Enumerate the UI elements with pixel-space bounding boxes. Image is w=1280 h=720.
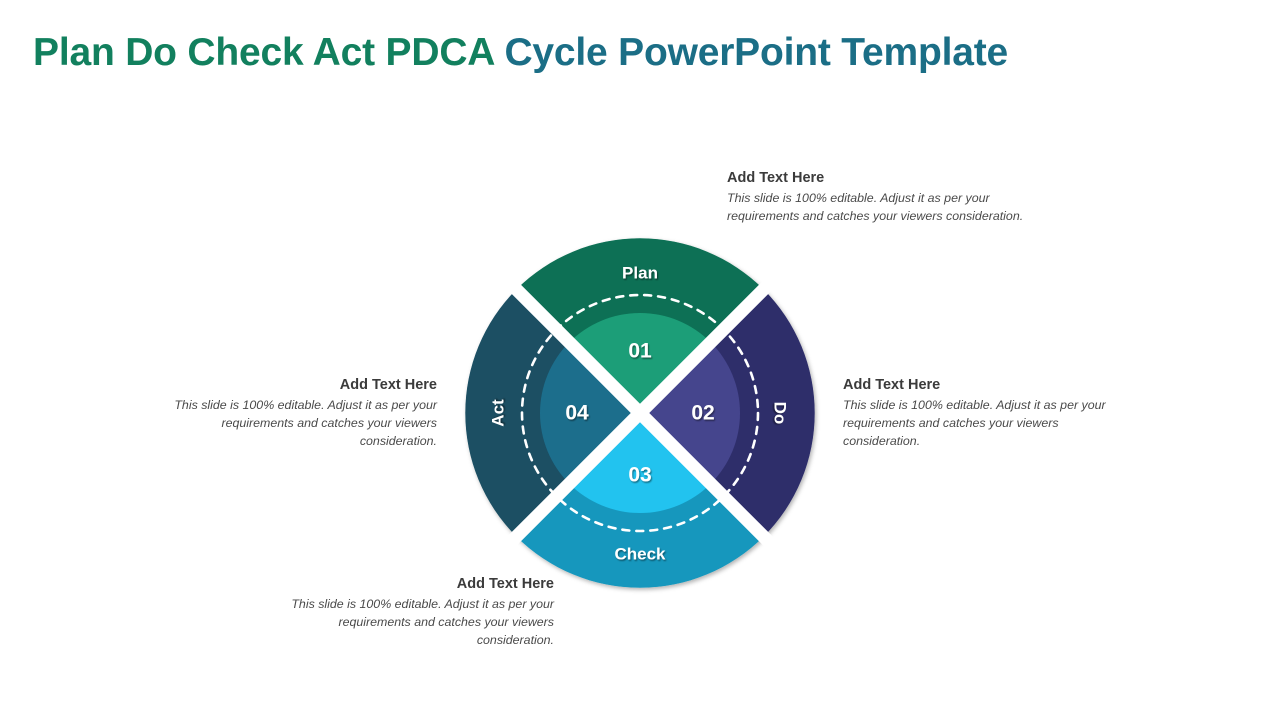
callout-do-heading: Add Text Here (843, 377, 941, 393)
segment-act-number-label: 04 (565, 402, 589, 425)
callout-check[interactable]: Add Text Here This slide is 100% editabl… (262, 576, 554, 650)
segment-do-stage-label: Do (771, 402, 790, 425)
segment-plan-stage-label: Plan (622, 263, 658, 282)
segment-do-dashed-arc (640, 293, 760, 533)
callout-plan-heading: Add Text Here (727, 170, 825, 186)
callout-plan[interactable]: Add Text Here This slide is 100% editabl… (727, 170, 1027, 225)
segment-act-dashed-arc (520, 293, 640, 533)
segment-do-number-label: 02 (691, 402, 714, 425)
callout-act-body: This slide is 100% editable. Adjust it a… (174, 398, 437, 449)
callout-check-body: This slide is 100% editable. Adjust it a… (291, 597, 554, 648)
page-title-segment-blue: Cycle PowerPoint Template (504, 31, 1009, 74)
callout-act-heading: Add Text Here (339, 377, 437, 393)
callout-act[interactable]: Add Text Here This slide is 100% editabl… (145, 377, 437, 451)
callout-plan-body: This slide is 100% editable. Adjust it a… (727, 191, 1024, 224)
callout-do-body: This slide is 100% editable. Adjust it a… (843, 398, 1106, 449)
page-title: Plan Do Check Act PDCA Cycle PowerPoint … (33, 31, 1008, 75)
segment-dividers (497, 270, 783, 556)
page-title-segment-green: Plan Do Check Act PDCA (33, 31, 505, 74)
segment-check-number-label: 03 (628, 464, 651, 487)
segment-check-dashed-arc (520, 413, 760, 533)
segment-act-stage-label: Act (488, 399, 507, 427)
callout-check-heading: Add Text Here (456, 576, 554, 592)
pdca-cycle-diagram: Plan Do Check Act 01 02 03 04 (455, 228, 825, 598)
callout-do[interactable]: Add Text Here This slide is 100% editabl… (843, 377, 1138, 451)
segment-plan-number-label: 01 (628, 340, 652, 363)
segment-check-stage-label: Check (614, 544, 666, 563)
